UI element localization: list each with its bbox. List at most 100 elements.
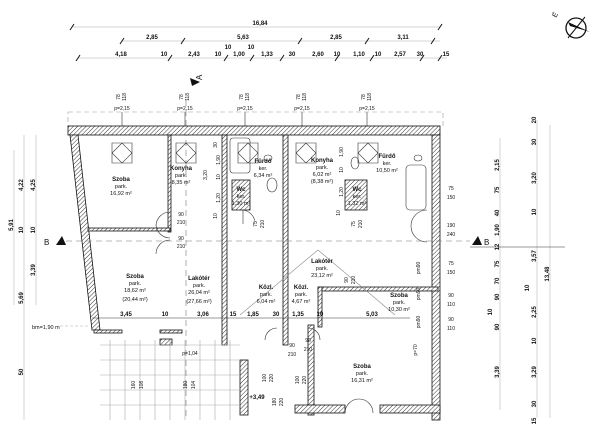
door-swing [410, 209, 428, 243]
skylight-icon [295, 142, 317, 164]
dim: 1,20 [216, 193, 222, 203]
inner-dimensions: 30 1,90 3,20 10 1,20 10 1,90 10 1,20 10 [203, 142, 345, 219]
window-sill: p=2,15 [177, 106, 193, 112]
opening-height: 220 [302, 376, 308, 385]
room-floor: park. [175, 173, 188, 179]
room-floor: ker. [383, 161, 392, 167]
room-name: Konyha [311, 158, 334, 164]
dim: 75 [495, 186, 501, 193]
stair-lines [100, 340, 240, 420]
dim: 30 [273, 312, 280, 318]
room-area: 1,30 m² [232, 201, 251, 207]
sill-note: pm90 [416, 262, 422, 275]
opening-height: 220 [269, 374, 275, 383]
window-height: 110 [447, 326, 455, 332]
dim: 10 [532, 337, 538, 344]
dim: 4,18 [115, 52, 127, 58]
room-name: Lakótér [188, 276, 210, 282]
dim: 15 [532, 417, 538, 424]
skylight-icon [111, 142, 133, 164]
window-height: 118 [302, 93, 308, 101]
window-height: 118 [122, 93, 128, 101]
window-height: 118 [245, 93, 251, 101]
window-width: 78 [116, 94, 122, 100]
room-name: Wc [237, 187, 247, 193]
dim: 1,85 [247, 312, 259, 318]
room-floor: park. [356, 371, 369, 377]
room-name: Szoba [126, 274, 144, 280]
sill-note: pm90 [416, 316, 422, 329]
dim: 10 [216, 174, 222, 180]
window-sill: p=2,15 [237, 106, 253, 112]
opening-width: 100 [262, 374, 268, 383]
room-floor: park. [393, 300, 406, 306]
dim: 2,85 [146, 35, 158, 41]
skylight-icon [357, 142, 379, 164]
door-height: 210 [177, 244, 186, 250]
room-name: Közl. [259, 285, 274, 291]
dim: 1,90 [216, 155, 222, 165]
right-dimensions: 2,15 75 40 1,90 12 75 70 90 10 90 3,39 2… [470, 116, 565, 424]
window-width: 78 [179, 94, 185, 100]
dim: 30 [417, 52, 424, 58]
dim: 15 [443, 52, 450, 58]
opening-height: 104 [191, 381, 197, 390]
dim-total-depth: 13,48 [545, 266, 551, 282]
dim: 3,45 [120, 312, 132, 318]
door-swing [264, 327, 321, 341]
dim: 50 [19, 368, 25, 375]
door-swing [242, 209, 256, 224]
dim: 3,39 [31, 264, 37, 276]
room-floor: park. [316, 165, 329, 171]
room-area: 6,02 m² [313, 172, 332, 178]
room-floor: park. [193, 283, 206, 289]
compass-label: É [550, 10, 560, 19]
dim: 10 [31, 226, 37, 233]
window-width: 90 [448, 293, 454, 299]
sink-icon [266, 177, 278, 193]
window-height: 150 [447, 270, 456, 276]
room-name: Fürdő [255, 159, 272, 165]
opening-width: 180 [272, 398, 278, 407]
dim: 5,03 [366, 312, 378, 318]
window-width: 78 [296, 94, 302, 100]
dim: 90 [495, 293, 501, 300]
toilet-icon [263, 154, 273, 162]
cut-dimensions: 3,45 10 3,06 15 1,85 30 1,35 10 5,03 [92, 312, 410, 319]
door-width: 90 [344, 277, 350, 283]
dim: 5,91 [9, 219, 15, 231]
door-height: 210 [304, 347, 313, 353]
door-width: 90 [289, 343, 295, 349]
dim: 3,57 [532, 250, 538, 262]
room-area-2: (20,44 m²) [122, 297, 148, 303]
dim: 30 [289, 52, 296, 58]
window-height: 150 [447, 195, 456, 201]
dim: 10 [215, 52, 222, 58]
door-swing [155, 211, 171, 255]
dim: 1,90 [495, 224, 501, 236]
door-height: 210 [177, 220, 186, 226]
window-width: 78 [361, 94, 367, 100]
door-width: 190 [447, 223, 456, 229]
room-floor: park. [295, 292, 308, 298]
dim: 10 [213, 213, 219, 219]
dim: 3,06 [197, 312, 209, 318]
opening-width: 160 [131, 381, 137, 390]
dim: 10 [488, 308, 494, 315]
window-width: 90 [448, 317, 454, 323]
room-name: Szoba [112, 177, 130, 183]
dim: 3,39 [495, 366, 501, 378]
dim: 2,60 [312, 52, 324, 58]
bathtub-icon [229, 137, 251, 174]
dim: 15 [230, 312, 237, 318]
door-swing [344, 398, 374, 414]
